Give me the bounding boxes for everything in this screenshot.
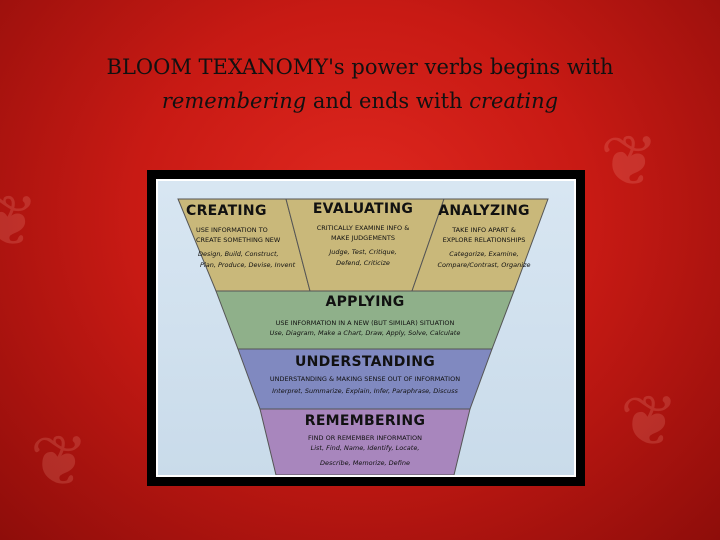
understanding-title: UNDERSTANDING xyxy=(294,354,436,370)
title-remembering: remembering xyxy=(161,89,307,113)
analyzing-verbs-2: Compare/Contrast, Organize xyxy=(437,261,531,269)
bloom-pyramid xyxy=(177,198,549,475)
slide-title: BLOOM TEXANOMY's power verbs begins with… xyxy=(0,50,720,118)
leaf-decoration: ❦ xyxy=(30,420,89,502)
diagram-frame: CREATING USE INFORMATION TO CREATE SOMET… xyxy=(147,170,585,486)
evaluating-verbs-2: Defend, Criticize xyxy=(336,259,390,267)
leaf-decoration: ❦ xyxy=(620,380,679,462)
applying-desc: USE INFORMATION IN A NEW (BUT SIMILAR) S… xyxy=(275,319,455,327)
remembering-block: REMEMBERING FIND OR REMEMBER INFORMATION… xyxy=(266,413,464,469)
slide-title-line1: BLOOM TEXANOMY's power verbs begins with xyxy=(106,55,614,79)
applying-verbs: Use, Diagram, Make a Chart, Draw, Apply,… xyxy=(269,329,461,337)
remembering-tier xyxy=(259,408,471,475)
creating-verbs-2: Plan, Produce, Devise, Invent xyxy=(200,261,296,269)
slide-title-line2: remembering and ends with creating xyxy=(0,84,720,118)
analyzing-block: ANALYZING TAKE INFO APART & EXPLORE RELA… xyxy=(420,203,548,271)
diagram-canvas: CREATING USE INFORMATION TO CREATE SOMET… xyxy=(156,179,576,477)
remembering-title: REMEMBERING xyxy=(304,413,426,429)
evaluating-desc-1: CRITICALLY EXAMINE INFO & xyxy=(316,224,410,232)
leaf-decoration: ❦ xyxy=(600,120,659,202)
creating-block: CREATING USE INFORMATION TO CREATE SOMET… xyxy=(176,203,296,271)
title-creating: creating xyxy=(469,89,559,113)
creating-desc-1: USE INFORMATION TO xyxy=(196,226,268,234)
understanding-verbs: Interpret, Summarize, Explain, Infer, Pa… xyxy=(272,387,458,395)
remembering-verbs-1: List, Find, Name, Identify, Locate, xyxy=(310,444,420,452)
creating-desc-2: CREATE SOMETHING NEW xyxy=(196,236,281,244)
understanding-block: UNDERSTANDING UNDERSTANDING & MAKING SEN… xyxy=(248,354,482,397)
applying-block: APPLYING USE INFORMATION IN A NEW (BUT S… xyxy=(238,294,492,339)
applying-title: APPLYING xyxy=(325,294,405,310)
leaf-decoration: ❦ xyxy=(0,180,39,262)
title-mid: and ends with xyxy=(306,89,470,113)
analyzing-desc-1: TAKE INFO APART & xyxy=(452,226,516,234)
analyzing-title: ANALYZING xyxy=(438,203,530,219)
analyzing-verbs-1: Categorize, Examine, xyxy=(449,250,519,258)
evaluating-desc-2: MAKE JUDGEMENTS xyxy=(331,234,395,242)
creating-verbs-1: Design, Build, Construct, xyxy=(198,250,279,258)
evaluating-title: EVALUATING xyxy=(312,201,414,217)
evaluating-block: EVALUATING CRITICALLY EXAMINE INFO & MAK… xyxy=(293,201,433,269)
understanding-desc: UNDERSTANDING & MAKING SENSE OUT OF INFO… xyxy=(269,375,461,383)
creating-title: CREATING xyxy=(186,203,267,219)
remembering-verbs-2: Describe, Memorize, Define xyxy=(320,459,410,467)
analyzing-desc-2: EXPLORE RELATIONSHIPS xyxy=(442,236,526,244)
remembering-desc: FIND OR REMEMBER INFORMATION xyxy=(308,434,422,442)
evaluating-verbs-1: Judge, Test, Critique, xyxy=(329,248,397,256)
